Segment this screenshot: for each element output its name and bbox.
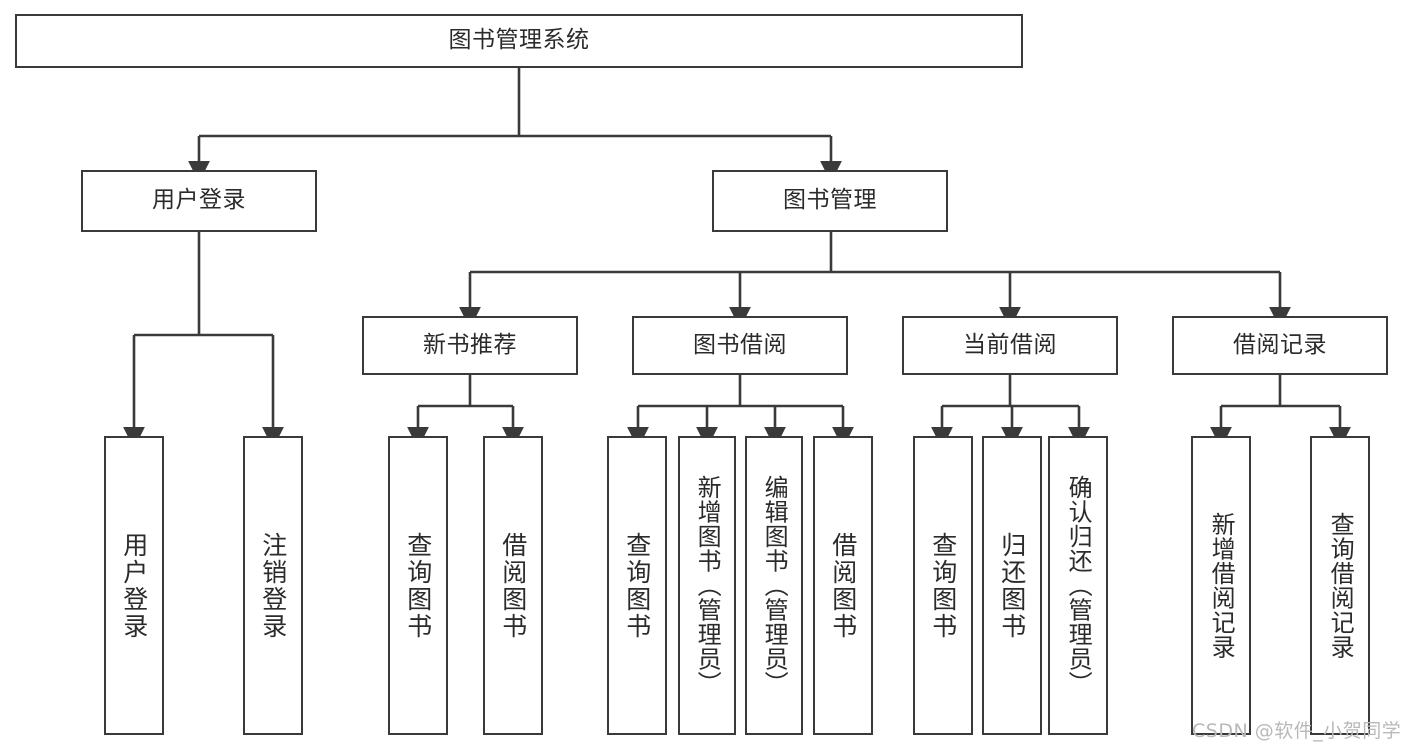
node-label: 确认归还（管理员） <box>1064 475 1093 696</box>
leaf-current-borrow-return-book[interactable]: 归还图书 <box>982 436 1042 735</box>
node-new-book-recommend[interactable]: 新书推荐 <box>362 316 578 375</box>
node-label: 借阅记录 <box>1233 331 1327 358</box>
node-label: 用户登录 <box>119 531 149 640</box>
node-label: 查询图书 <box>928 531 958 640</box>
leaf-current-borrow-query-book[interactable]: 查询图书 <box>913 436 973 735</box>
node-label: 查询借阅记录 <box>1326 512 1355 659</box>
node-label: 归还图书 <box>997 531 1027 640</box>
node-label: 图书管理系统 <box>448 27 590 54</box>
node-label: 借阅图书 <box>498 531 528 640</box>
node-root-book-management-system[interactable]: 图书管理系统 <box>15 14 1023 68</box>
node-borrow-record[interactable]: 借阅记录 <box>1172 316 1388 375</box>
node-label: 图书管理 <box>783 187 877 214</box>
leaf-book-borrow-query-book[interactable]: 查询图书 <box>607 436 667 735</box>
leaf-book-borrow-add-book-admin[interactable]: 新增图书（管理员） <box>678 436 736 735</box>
leaf-user-login-logout[interactable]: 注销登录 <box>243 436 303 735</box>
node-label: 编辑图书（管理员） <box>760 475 789 696</box>
leaf-book-borrow-borrow-book[interactable]: 借阅图书 <box>813 436 873 735</box>
node-label: 用户登录 <box>152 187 246 214</box>
node-label: 图书借阅 <box>693 331 787 358</box>
leaf-new-book-query-book[interactable]: 查询图书 <box>388 436 448 735</box>
node-label: 当前借阅 <box>963 331 1057 358</box>
node-label: 新书推荐 <box>423 331 517 358</box>
node-label: 查询图书 <box>403 531 433 640</box>
leaf-borrow-record-query-record[interactable]: 查询借阅记录 <box>1310 436 1370 735</box>
leaf-borrow-record-add-record[interactable]: 新增借阅记录 <box>1191 436 1251 735</box>
node-label: 新增图书（管理员） <box>693 475 722 696</box>
csdn-watermark: CSDN @软件_小贺同学 <box>1192 720 1402 742</box>
node-book-management[interactable]: 图书管理 <box>712 170 948 232</box>
node-label: 查询图书 <box>622 531 652 640</box>
leaf-user-login-login[interactable]: 用户登录 <box>104 436 164 735</box>
node-label: 注销登录 <box>258 531 288 640</box>
leaf-current-borrow-confirm-return-admin[interactable]: 确认归还（管理员） <box>1048 436 1108 735</box>
node-label: 借阅图书 <box>828 531 858 640</box>
node-current-borrow[interactable]: 当前借阅 <box>902 316 1118 375</box>
node-user-login[interactable]: 用户登录 <box>81 170 317 232</box>
leaf-new-book-borrow-book[interactable]: 借阅图书 <box>483 436 543 735</box>
node-book-borrow[interactable]: 图书借阅 <box>632 316 848 375</box>
leaf-book-borrow-edit-book-admin[interactable]: 编辑图书（管理员） <box>745 436 803 735</box>
node-label: 新增借阅记录 <box>1207 512 1236 659</box>
